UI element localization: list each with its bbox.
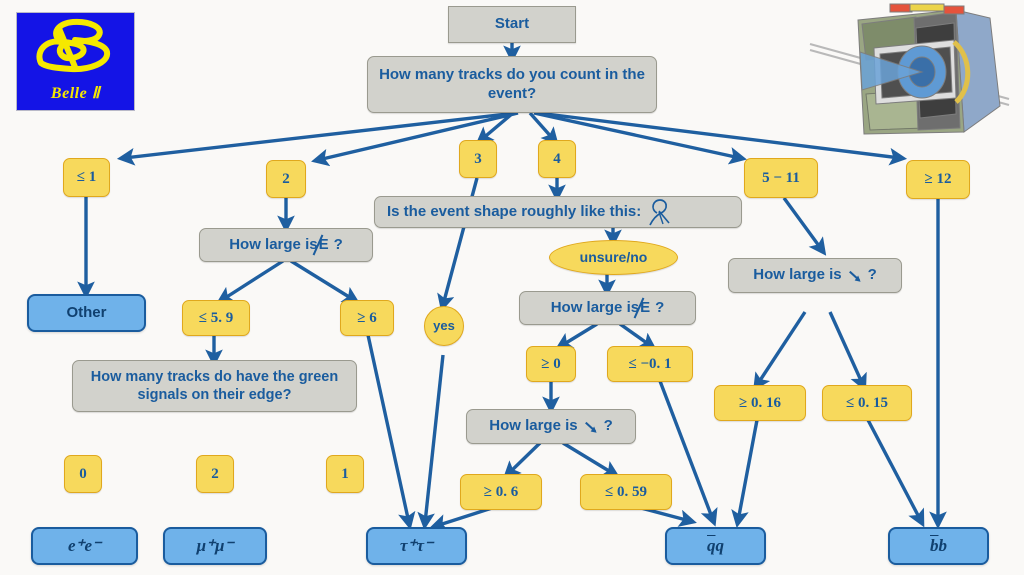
- decision-2[interactable]: 2: [266, 160, 306, 198]
- decision-le-0-15-label: ≤ 0. 15: [846, 394, 888, 411]
- node-question-green-signals-label: How many tracks do have the green signal…: [90, 368, 339, 403]
- result-tautau-label: τ⁺τ⁻: [399, 536, 434, 556]
- decision-2-label: 2: [282, 170, 290, 187]
- node-start[interactable]: Start: [448, 6, 576, 43]
- question-mark: ?: [603, 417, 613, 435]
- decision-2-green-label: 2: [211, 465, 219, 482]
- node-question-missing-energy-mid-label: How large is: [550, 298, 640, 316]
- decision-4-label: 4: [553, 150, 561, 167]
- question-mark: ?: [333, 235, 343, 253]
- thrust-arrow-icon: [584, 421, 597, 433]
- decision-ge-12-label: ≥ 12: [924, 171, 952, 188]
- node-question-event-shape-label: Is the event shape roughly like this:: [387, 202, 642, 220]
- missing-energy-icon: E: [633, 297, 651, 319]
- node-question-thrust-right[interactable]: How large is ?: [728, 258, 902, 293]
- question-mark: ?: [655, 298, 665, 316]
- node-question-green-signals[interactable]: How many tracks do have the green signal…: [72, 360, 357, 412]
- decision-le-0-15[interactable]: ≤ 0. 15: [822, 385, 912, 421]
- decision-le-minus-0-1[interactable]: ≤ −0. 1: [607, 346, 693, 382]
- decision-5-11-label: 5 − 11: [762, 169, 800, 186]
- question-mark: ?: [867, 266, 877, 284]
- result-other-label: Other: [66, 303, 107, 321]
- decision-3[interactable]: 3: [459, 140, 497, 178]
- decision-5-11[interactable]: 5 − 11: [744, 158, 818, 198]
- result-other[interactable]: Other: [27, 294, 146, 332]
- decision-le-5-9-label: ≤ 5. 9: [198, 309, 234, 326]
- logo-text: Belle Ⅱ: [50, 85, 101, 102]
- decision-ge-0-16[interactable]: ≥ 0. 16: [714, 385, 806, 421]
- decision-ge-0-16-label: ≥ 0. 16: [739, 394, 781, 411]
- missing-energy-icon: E: [312, 234, 330, 256]
- node-question-track-count[interactable]: How many tracks do you count in the even…: [367, 56, 657, 113]
- result-mumu-label: μ⁺μ⁻: [196, 536, 234, 556]
- node-question-event-shape[interactable]: Is the event shape roughly like this:: [374, 196, 742, 228]
- decision-ge-12[interactable]: ≥ 12: [906, 160, 970, 199]
- decision-ge-0[interactable]: ≥ 0: [526, 346, 576, 382]
- result-mumu[interactable]: μ⁺μ⁻: [163, 527, 267, 565]
- result-ee-label: e⁺e⁻: [67, 536, 102, 556]
- decision-le-0-59-label: ≤ 0. 59: [605, 483, 647, 500]
- node-question-thrust-mid[interactable]: How large is ?: [466, 409, 636, 444]
- decision-ge-6[interactable]: ≥ 6: [340, 300, 394, 336]
- decision-ge-0-label: ≥ 0: [541, 355, 561, 372]
- decision-1-green[interactable]: 1: [326, 455, 364, 493]
- belle-ii-logo: Belle Ⅱ: [16, 12, 135, 111]
- node-question-track-count-label: How many tracks do you count in the even…: [379, 65, 645, 102]
- result-qq[interactable]: qq: [665, 527, 766, 565]
- decision-yes-label: yes: [433, 317, 455, 333]
- decision-le-1[interactable]: ≤ 1: [63, 158, 110, 197]
- decision-yes[interactable]: yes: [424, 306, 464, 346]
- result-bb-label: bb: [930, 536, 947, 556]
- decision-ge-0-6[interactable]: ≥ 0. 6: [460, 474, 542, 510]
- decision-unsure-no-label: unsure/no: [579, 248, 648, 265]
- result-ee[interactable]: e⁺e⁻: [31, 527, 138, 565]
- decision-1-green-label: 1: [341, 465, 349, 482]
- decision-le-0-59[interactable]: ≤ 0. 59: [580, 474, 672, 510]
- tau-topology-icon: [649, 199, 670, 226]
- node-question-missing-energy-left-label: How large is: [229, 235, 318, 253]
- decision-ge-6-label: ≥ 6: [357, 309, 377, 326]
- result-tautau[interactable]: τ⁺τ⁻: [366, 527, 467, 565]
- node-start-label: Start: [494, 15, 530, 33]
- decision-2-green[interactable]: 2: [196, 455, 234, 493]
- belle-ii-detector-image: [809, 3, 1010, 135]
- decision-unsure-no[interactable]: unsure/no: [549, 240, 678, 275]
- belle-b-glyph: [36, 18, 111, 73]
- node-question-missing-energy-mid[interactable]: How large is E ?: [519, 291, 696, 325]
- result-qq-label: qq: [707, 536, 724, 556]
- decision-0-green[interactable]: 0: [64, 455, 102, 493]
- decision-le-5-9[interactable]: ≤ 5. 9: [182, 300, 250, 336]
- decision-le-1-label: ≤ 1: [76, 169, 97, 186]
- decision-4[interactable]: 4: [538, 140, 576, 178]
- decision-0-green-label: 0: [79, 465, 87, 482]
- node-question-missing-energy-left[interactable]: How large is E ?: [199, 228, 373, 262]
- node-question-thrust-right-label: How large is: [753, 266, 842, 284]
- node-question-thrust-mid-label: How large is: [489, 417, 578, 435]
- decision-le-minus-0-1-label: ≤ −0. 1: [628, 355, 672, 372]
- decision-ge-0-6-label: ≥ 0. 6: [483, 483, 519, 500]
- result-bb[interactable]: bb: [888, 527, 989, 565]
- thrust-arrow-icon: [848, 270, 861, 282]
- decision-3-label: 3: [474, 150, 482, 167]
